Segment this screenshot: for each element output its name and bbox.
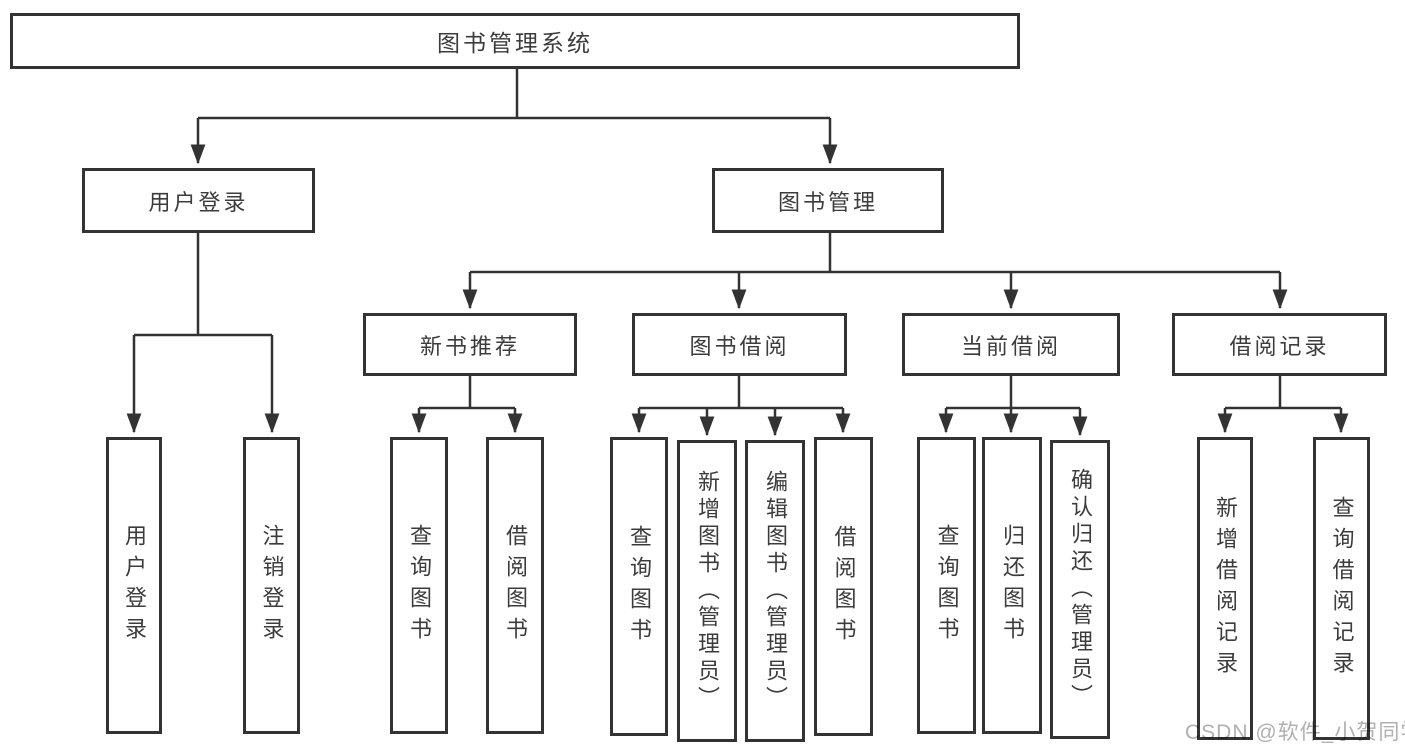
leaf-user-login: 用户登录 <box>106 437 162 734</box>
node-current-borrowing-label: 当前借阅 <box>960 333 1061 359</box>
node-root-system: 图书管理系统 <box>10 13 1020 69</box>
watermark-text: CSDN @软件_小贺同学 <box>1185 721 1405 744</box>
leaf-query-books-recommend: 查询图书 <box>390 437 448 734</box>
leaf-query-books-current-label: 查询图书 <box>934 523 960 648</box>
leaf-query-borrow-record-label: 查询借阅记录 <box>1329 495 1355 682</box>
leaf-user-login-label: 用户登录 <box>122 523 147 648</box>
leaf-return-books-label: 归还图书 <box>1000 523 1025 648</box>
leaf-logout-label: 注销登录 <box>259 523 285 648</box>
node-current-borrowing: 当前借阅 <box>902 313 1120 376</box>
leaf-edit-books-admin: 编辑图书（管理员） <box>745 440 805 742</box>
leaf-logout: 注销登录 <box>243 437 300 734</box>
node-root-system-label: 图书管理系统 <box>437 30 593 56</box>
node-book-management: 图书管理 <box>712 168 944 233</box>
leaf-query-borrow-record: 查询借阅记录 <box>1313 437 1370 740</box>
leaf-query-books-current: 查询图书 <box>917 437 976 734</box>
leaf-query-books-recommend-label: 查询图书 <box>407 523 432 648</box>
leaf-borrow-books-borrowing: 借阅图书 <box>814 437 873 736</box>
node-user-login-label: 用户登录 <box>148 189 249 215</box>
node-book-borrowing: 图书借阅 <box>632 313 847 376</box>
node-borrowing-records: 借阅记录 <box>1172 313 1387 376</box>
node-book-management-label: 图书管理 <box>777 189 878 215</box>
node-book-borrowing-label: 图书借阅 <box>689 333 790 359</box>
leaf-edit-books-admin-label: 编辑图书（管理员） <box>763 469 788 713</box>
leaf-query-books-borrowing-label: 查询图书 <box>627 524 652 649</box>
leaf-add-books-admin: 新增图书（管理员） <box>677 440 737 742</box>
leaf-borrow-books-recommend: 借阅图书 <box>486 437 544 734</box>
leaf-borrow-books-borrowing-label: 借阅图书 <box>831 524 857 649</box>
leaf-query-books-borrowing: 查询图书 <box>610 437 668 736</box>
node-new-book-recommend: 新书推荐 <box>363 313 577 376</box>
node-new-book-recommend-label: 新书推荐 <box>419 333 520 359</box>
leaf-confirm-return-admin: 确认归还（管理员） <box>1050 440 1110 739</box>
leaf-return-books: 归还图书 <box>982 437 1042 734</box>
leaf-add-books-admin-label: 新增图书（管理员） <box>695 469 720 713</box>
leaf-confirm-return-admin-label: 确认归还（管理员） <box>1068 468 1093 711</box>
leaf-borrow-books-recommend-label: 借阅图书 <box>503 523 528 648</box>
leaf-add-borrow-record: 新增借阅记录 <box>1197 437 1253 740</box>
leaf-add-borrow-record-label: 新增借阅记录 <box>1213 495 1238 682</box>
node-borrowing-records-label: 借阅记录 <box>1229 333 1330 359</box>
node-user-login: 用户登录 <box>82 168 315 233</box>
